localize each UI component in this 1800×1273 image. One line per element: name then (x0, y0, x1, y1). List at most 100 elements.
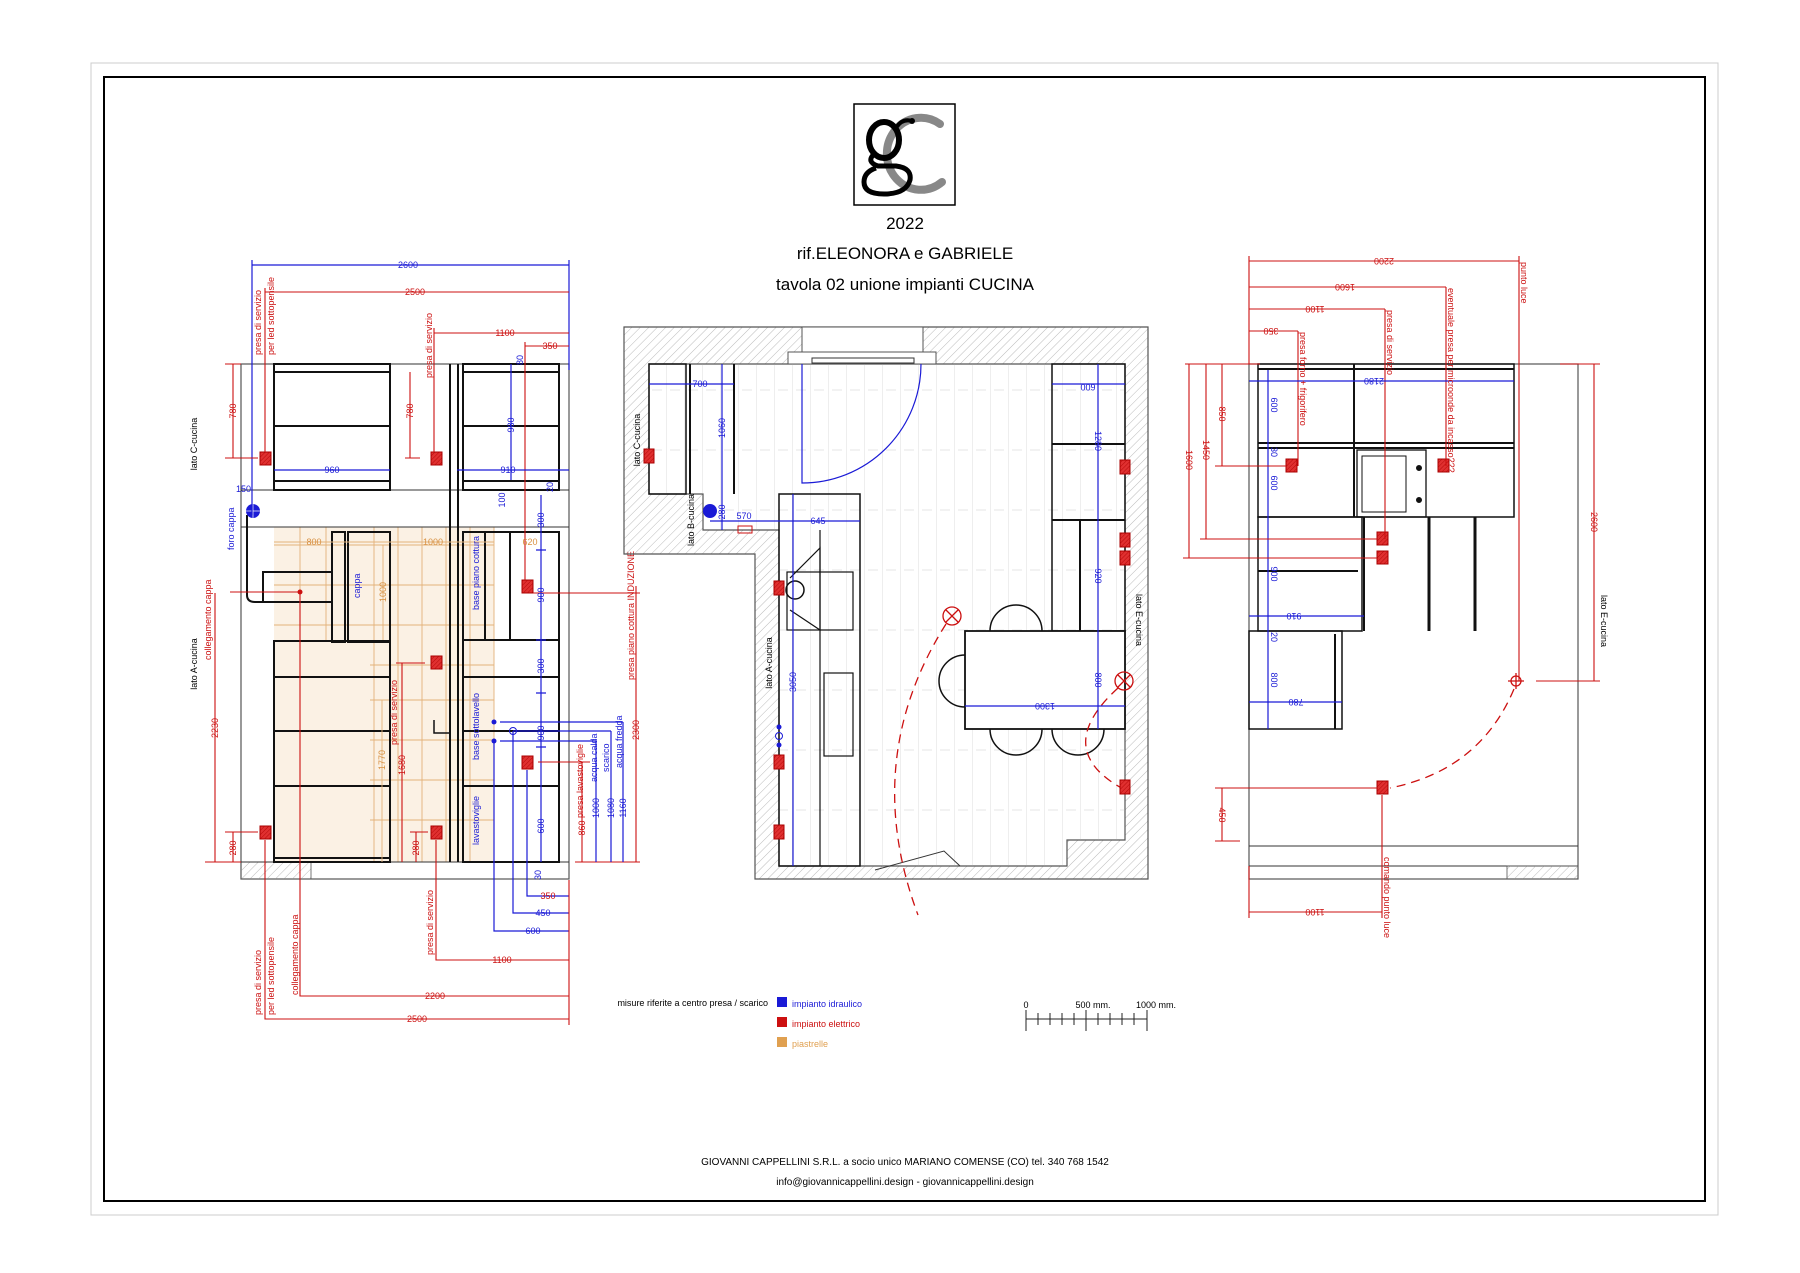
dim-label: 910 (1286, 611, 1301, 621)
scale-label: 1000 mm. (1136, 1000, 1176, 1010)
dim-label: 1000 (378, 582, 388, 602)
door-swing (801, 363, 922, 484)
annotation-notes: presa di servizio per led sottopensile p… (203, 277, 636, 1015)
dim-label: 2600 (1589, 512, 1599, 532)
dim-label: 960 (324, 465, 339, 475)
note: presa di servizio (253, 950, 263, 1015)
legend-note: misure riferite a centro presa / scarico (617, 998, 768, 1008)
light-point-icon (1508, 673, 1524, 689)
dim-label: 80 (515, 355, 525, 365)
note: presa di servizio (425, 890, 435, 955)
dim-label: 1100 (1305, 907, 1324, 917)
dim-label: 900 (536, 587, 546, 602)
side-label: lato B-cucina (686, 494, 696, 546)
dim-label: 280 (411, 840, 421, 855)
light-switch-arc (894, 623, 947, 916)
dim-label: 910 (500, 465, 515, 475)
window (787, 326, 937, 365)
dim-label: 620 (522, 537, 537, 547)
dimension-lines (1183, 256, 1600, 918)
dim-label: 100 (497, 492, 507, 507)
dim-label: 1600 (1335, 282, 1355, 292)
left-elevation: 2600 2500 1100 350 780 780 960 910 980 8… (189, 260, 641, 1025)
dim-label: 1770 (377, 750, 387, 770)
note: cappa (352, 573, 362, 598)
client-reference: rif.ELEONORA e GABRIELE (797, 244, 1013, 263)
note: per led sottopensile (266, 937, 276, 1015)
note: comando punto luce (1382, 857, 1392, 938)
note: per led sottopensile (266, 277, 276, 355)
dim-label: 800 (306, 537, 321, 547)
dim-label: 1600 (1184, 450, 1194, 470)
upper-left-counter (648, 363, 735, 495)
scale-label: 0 (1023, 1000, 1028, 1010)
side-label: lato E-cucina (1599, 595, 1609, 647)
side-label: lato E-cucina (1134, 594, 1144, 646)
dimension-labels: 700 1060 280 570 645 3050 600 1280 920 8… (692, 379, 1103, 711)
legend-label: impianto idraulico (792, 999, 862, 1009)
dim-label: 2500 (407, 1014, 427, 1024)
note: base piano cottura (471, 536, 481, 610)
dim-label: 30 (1269, 447, 1279, 457)
dim-label: 600 (536, 818, 546, 833)
dim-label: 1100 (1305, 304, 1324, 314)
note: foro cappa (226, 507, 236, 550)
dim-label: 280 (228, 840, 238, 855)
dim-label: 2500 (405, 287, 425, 297)
note: acqua calda (589, 733, 599, 782)
dim-label: 2600 (398, 260, 418, 270)
dim-label: 800 (1093, 672, 1103, 687)
wall-cabinet (273, 363, 391, 491)
dim-label: 1450 (1201, 440, 1211, 460)
hood-hole-icon (246, 504, 260, 518)
dim-label: 350 (542, 341, 557, 351)
note: presa di servizio (424, 313, 434, 378)
dim-label: 150 (236, 484, 251, 494)
dim-label: 600 (1080, 382, 1095, 392)
red-swatch-icon (777, 1017, 787, 1027)
dimension-labels: 2600 2500 1100 350 780 780 960 910 980 8… (210, 260, 641, 1024)
entry-door (874, 850, 961, 871)
orange-swatch-icon (777, 1037, 787, 1047)
light-switch-arc (1085, 687, 1126, 791)
water-outlet-icons (703, 504, 783, 748)
dim-label: 1060 (717, 418, 727, 438)
dim-label: 1280 (1093, 431, 1103, 451)
title-block: 2022 rif.ELEONORA e GABRIELE tavola 02 u… (776, 103, 1035, 294)
note: collegamento cappa (203, 579, 213, 660)
side-label: lato C-cucina (632, 414, 642, 467)
dim-label: 1300 (1035, 701, 1055, 711)
note: presa di servizio (1385, 310, 1395, 375)
dim-label: 780 (1288, 697, 1303, 707)
note: collegamento cappa (290, 914, 300, 995)
dim-label: 900 (1269, 566, 1279, 581)
dim-label: 780 (405, 403, 415, 418)
dim-label: 1680 (397, 755, 407, 775)
dim-label: 1160 (618, 798, 628, 817)
dim-label: 780 (228, 403, 238, 418)
dim-label: 350 (1263, 326, 1278, 336)
note: presa forno + frigorifero (1298, 332, 1308, 426)
dim-label: 300 (536, 512, 546, 527)
tall-column (449, 363, 560, 863)
note: presa piano cottura INDUZIONE (626, 551, 636, 680)
scale-bar (1025, 1010, 1148, 1031)
electrical-socket-icons (643, 448, 1131, 840)
footer-contacts: info@giovannicappellini.design - giovann… (776, 1177, 1034, 1188)
legend-item-hydraulic: impianto idraulico (777, 997, 862, 1009)
dim-label: 280 (717, 504, 727, 519)
dim-label: 2230 (210, 718, 220, 738)
dim-label: 2300 (631, 720, 641, 740)
note: eventuale presa per microonde da incasso… (1446, 288, 1456, 473)
light-point-icons (942, 606, 1134, 691)
note: presa lavastoviglie (575, 744, 585, 818)
dim-label: 600 (1269, 475, 1279, 490)
dim-label: 1080 (606, 798, 616, 818)
legend-item-tiles: piastrelle (777, 1037, 828, 1049)
dim-label: 350 (540, 891, 555, 901)
dim-label: 920 (1093, 568, 1103, 583)
dim-label: 1100 (492, 955, 511, 965)
annotation-notes: punto luce eventuale presa per microonde… (1298, 262, 1529, 938)
dim-label: 2200 (1374, 256, 1394, 266)
dim-label: 3050 (788, 672, 798, 692)
